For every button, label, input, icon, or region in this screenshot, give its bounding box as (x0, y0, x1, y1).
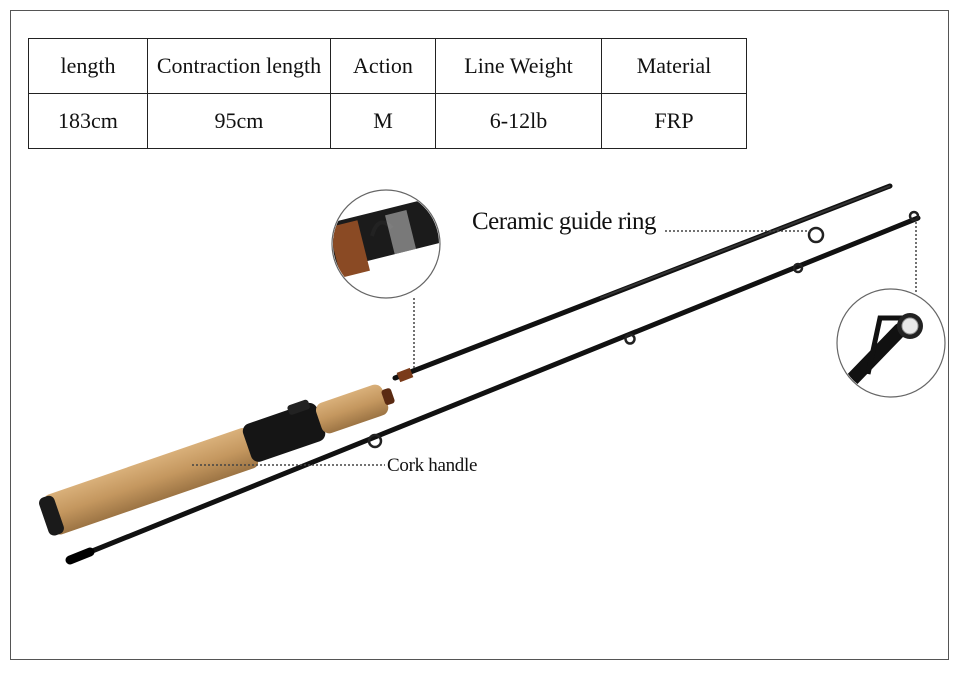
rod-blank-upper-tip (599, 185, 891, 299)
line-guide-1 (367, 433, 383, 449)
rod-butt-section (39, 183, 893, 536)
rod-blank-lower (67, 215, 921, 563)
spec-header-line-weight: Line Weight (435, 38, 602, 94)
cork-handle (39, 384, 395, 536)
spec-header-action: Action (330, 38, 436, 94)
spec-table: length Contraction length Action Line We… (28, 38, 747, 149)
line-guide-3 (792, 262, 804, 274)
zoom-detail-ceramic-guide (836, 288, 946, 398)
line-guide-2 (624, 333, 636, 345)
cork-handle-label: Cork handle (387, 455, 478, 476)
spec-value-length: 183cm (28, 93, 148, 149)
tip-top-guide (908, 210, 920, 222)
reel-seat (242, 402, 326, 462)
rod-tip-section (65, 210, 921, 565)
reel-seat-hood (287, 399, 310, 415)
spec-value-row: 183cm 95cm M 6-12lb FRP (28, 93, 747, 149)
spec-header-material: Material (601, 38, 747, 94)
spec-value-action: M (330, 93, 436, 149)
guide-ring-label: Ceramic guide ring (472, 208, 657, 235)
spec-value-contraction-length: 95cm (147, 93, 331, 149)
butt-cap (39, 495, 64, 536)
winding-check (381, 388, 395, 405)
cork-grip-rear (44, 428, 259, 535)
line-guide-4 (807, 226, 825, 244)
cork-grip-front (315, 384, 389, 434)
rod-ferrule-end (65, 547, 95, 565)
spec-value-material: FRP (601, 93, 747, 149)
spec-header-row: length Contraction length Action Line We… (28, 38, 747, 94)
zoom-detail-hook-keeper (331, 189, 441, 299)
spec-header-contraction-length: Contraction length (147, 38, 331, 94)
image-frame (10, 10, 949, 660)
spec-value-line-weight: 6-12lb (435, 93, 602, 149)
hook-keeper-winding (396, 367, 414, 383)
